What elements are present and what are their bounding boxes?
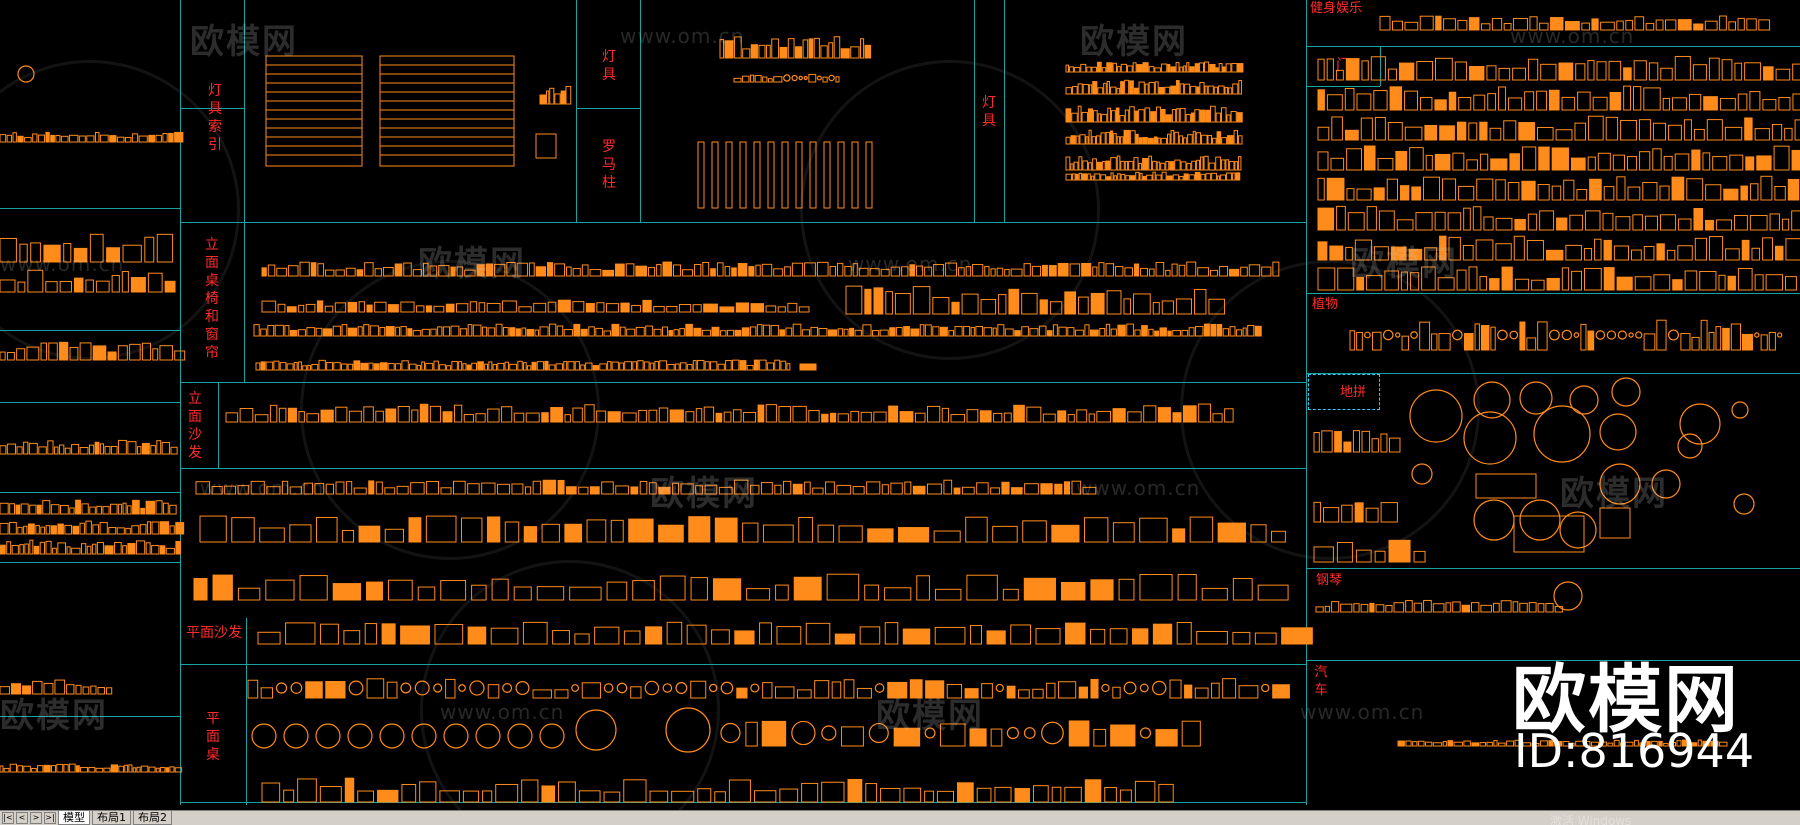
grid-line: [180, 222, 1306, 223]
next-tab-icon[interactable]: >: [30, 812, 42, 824]
watermark-brand: 欧模网: [418, 244, 526, 284]
tab-model[interactable]: 模型: [58, 811, 90, 825]
watermark-url: www.om.cn: [0, 252, 125, 276]
grid-line: [974, 0, 975, 222]
grid-line: [246, 618, 247, 664]
grid-line: [0, 402, 180, 403]
grid-line: [0, 716, 180, 717]
grid-line: [0, 208, 180, 209]
watermark-url: www.om.cn: [620, 24, 745, 48]
grid-line: [1306, 373, 1800, 374]
label-fitness: 健身娱乐: [1310, 1, 1363, 16]
label-piano: 钢琴: [1316, 573, 1343, 588]
watermark-ring: [300, 260, 600, 560]
label-floor-tile[interactable]: 地拼: [1340, 385, 1367, 400]
label-roman-column: 罗马柱: [602, 139, 616, 191]
watermark-brand: 欧模网: [650, 474, 758, 514]
grid-line: [0, 330, 180, 331]
grid-line: [180, 382, 1306, 383]
grid-line: [180, 664, 1306, 665]
grid-line: [640, 0, 641, 222]
grid-line: [1380, 46, 1381, 86]
watermark-brand: 欧模网: [876, 696, 984, 736]
grid-line: [246, 664, 247, 805]
label-lamp-top: 灯具: [602, 49, 616, 83]
grid-line: [244, 0, 245, 222]
watermark-url: www.om.cn: [440, 700, 565, 724]
label-plant: 植物: [1312, 297, 1339, 312]
watermark-url: www.om.cn: [1510, 24, 1635, 48]
grid-line: [1004, 0, 1005, 222]
watermark-ring: [800, 60, 1100, 360]
grid-line: [0, 562, 180, 563]
first-tab-icon[interactable]: |<: [2, 812, 14, 824]
tab-layout1[interactable]: 布局1: [92, 811, 131, 825]
watermark-brand: 欧模网: [190, 22, 298, 62]
watermark-url: www.om.cn: [848, 252, 973, 276]
label-elevation-table-chair: 立面桌椅和窗帘: [205, 237, 219, 361]
selection-box[interactable]: [1308, 374, 1380, 410]
layout-tab-bar: |< < > >| 模型 布局1 布局2: [0, 810, 1800, 825]
watermark-url: www.om.cn: [1300, 700, 1425, 724]
label-elevation-sofa: 立面沙发: [188, 391, 202, 461]
label-car: 汽车: [1314, 665, 1328, 698]
watermark-url: www.om.cn: [1076, 476, 1201, 500]
grid-line: [218, 382, 219, 468]
grid-line: [0, 492, 180, 493]
tab-layout2[interactable]: 布局2: [133, 811, 172, 825]
grid-line: [1306, 0, 1307, 805]
grid-line: [1306, 46, 1800, 47]
label-lamp-index: 灯具索引: [208, 83, 222, 153]
label-plan-table: 平面桌: [206, 711, 220, 763]
activate-windows-watermark: 激活 Windows: [1550, 814, 1632, 825]
watermark-brand: 欧模网: [1080, 22, 1188, 62]
watermark-url: www.om.cn: [200, 476, 325, 500]
watermark-ring: [1180, 260, 1480, 560]
brand-id: ID:816944: [1514, 724, 1755, 778]
last-tab-icon[interactable]: >|: [44, 812, 56, 824]
grid-line: [1306, 568, 1800, 569]
grid-line: [180, 108, 244, 109]
grid-line: [576, 0, 577, 222]
label-lamp-right: 灯具: [982, 95, 996, 129]
grid-line: [1306, 86, 1380, 87]
watermark-brand: 欧模网: [0, 696, 108, 736]
grid-line: [576, 108, 640, 109]
brand-title: 欧模网: [1512, 657, 1740, 743]
grid-line: [180, 0, 181, 805]
grid-line: [244, 222, 245, 382]
grid-line: [1306, 293, 1800, 294]
grid-line: [180, 468, 1306, 469]
label-plan-sofa: 平面沙发: [186, 625, 242, 641]
watermark-brand: 欧模网: [1350, 244, 1458, 284]
prev-tab-icon[interactable]: <: [16, 812, 28, 824]
grid-line: [1306, 660, 1800, 661]
watermark-brand: 欧模网: [1560, 474, 1668, 514]
